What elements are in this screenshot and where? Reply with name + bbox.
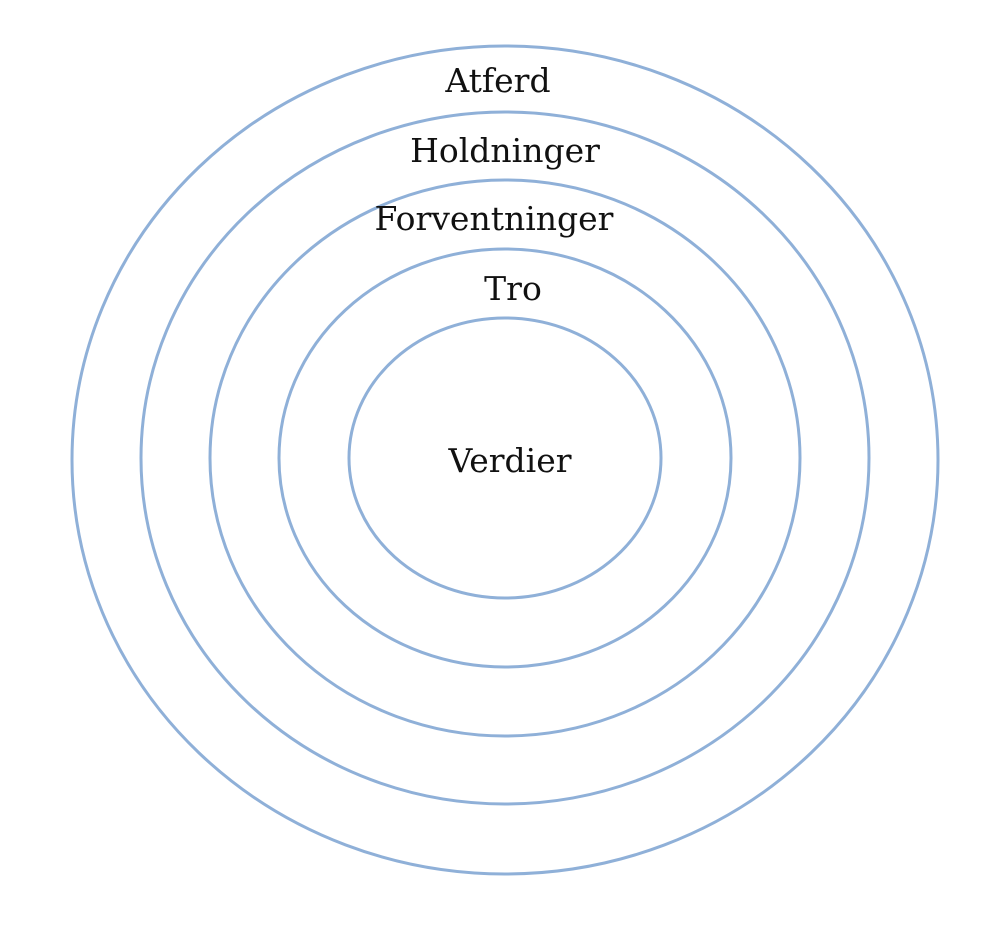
ring-atferd [70,44,940,876]
label-holdninger: Holdninger [410,131,600,170]
label-verdier: Verdier [447,441,571,480]
label-atferd: Atferd [444,61,550,100]
label-tro: Tro [484,269,542,308]
ring-forventninger [208,178,802,738]
ring-tro [277,247,733,669]
ring-verdier [347,316,663,600]
ring-holdninger [139,110,871,806]
label-forventninger: Forventninger [375,199,614,238]
